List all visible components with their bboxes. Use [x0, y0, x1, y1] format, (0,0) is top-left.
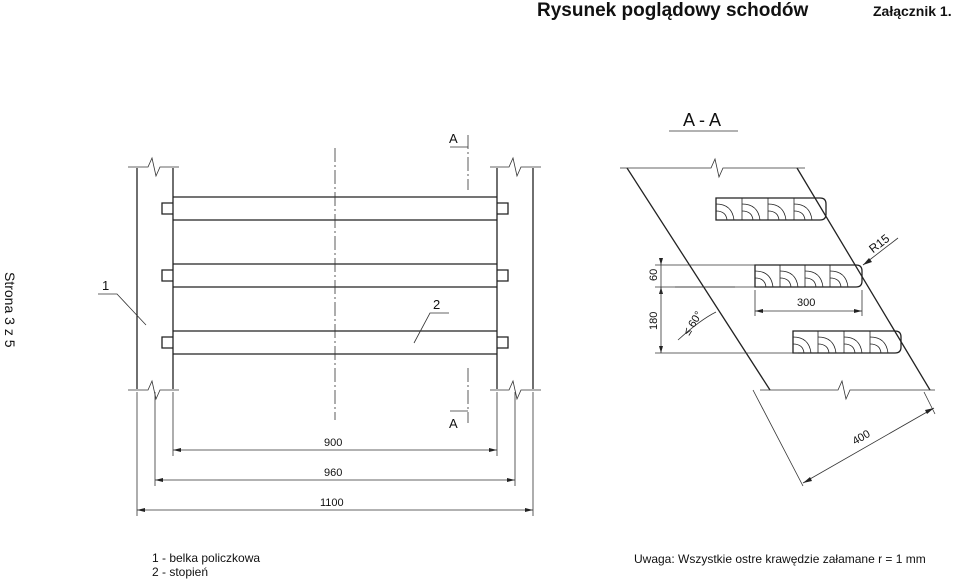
- dimension-900: 900: [172, 392, 498, 456]
- legend-item-2: 2 - stopień: [152, 565, 209, 579]
- tread-section-3: [792, 330, 902, 354]
- inclined-stringer: [620, 157, 935, 401]
- plan-view: A A 1 2 900 960: [98, 131, 541, 516]
- annex-label: Załącznik 1.: [873, 3, 952, 19]
- section-cut-line: A A: [449, 131, 469, 431]
- stringer-left: [128, 156, 179, 401]
- dimension-300: 300: [754, 290, 863, 316]
- svg-text:1: 1: [102, 278, 109, 293]
- dimension-400: 400: [752, 389, 936, 487]
- svg-text:1100: 1100: [320, 497, 344, 509]
- svg-text:≤ 60°: ≤ 60°: [681, 309, 705, 337]
- callout-1: 1: [98, 278, 147, 326]
- svg-text:60: 60: [648, 269, 660, 281]
- stringer-right: [490, 156, 541, 401]
- section-mark-top: A: [449, 131, 458, 146]
- svg-text:400: 400: [851, 428, 873, 448]
- svg-text:180: 180: [648, 312, 660, 330]
- legend: 1 - belka policzkowa 2 - stopień: [152, 551, 260, 579]
- section-title: A - A: [683, 110, 721, 130]
- svg-text:960: 960: [324, 467, 342, 479]
- drawing-title: Rysunek poglądowy schodów: [537, 0, 809, 21]
- section-mark-bottom: A: [449, 416, 458, 431]
- note-text: Uwaga: Wszystkie ostre krawędzie załaman…: [634, 552, 926, 566]
- dimension-1100: 1100: [136, 392, 534, 516]
- tread-section-1: [715, 197, 827, 221]
- svg-text:R15: R15: [866, 231, 892, 256]
- tread-section-2: [754, 264, 863, 288]
- dimension-180: 180: [648, 287, 798, 354]
- angle-indicator: ≤ 60°: [675, 286, 735, 341]
- svg-text:300: 300: [797, 297, 815, 309]
- legend-item-1: 1 - belka policzkowa: [152, 551, 261, 565]
- svg-text:900: 900: [324, 437, 342, 449]
- section-view: A - A: [620, 110, 936, 487]
- callout-2: 2: [413, 297, 449, 344]
- radius-callout: R15: [862, 231, 899, 266]
- svg-text:2: 2: [433, 297, 440, 312]
- dimension-960: 960: [154, 392, 516, 486]
